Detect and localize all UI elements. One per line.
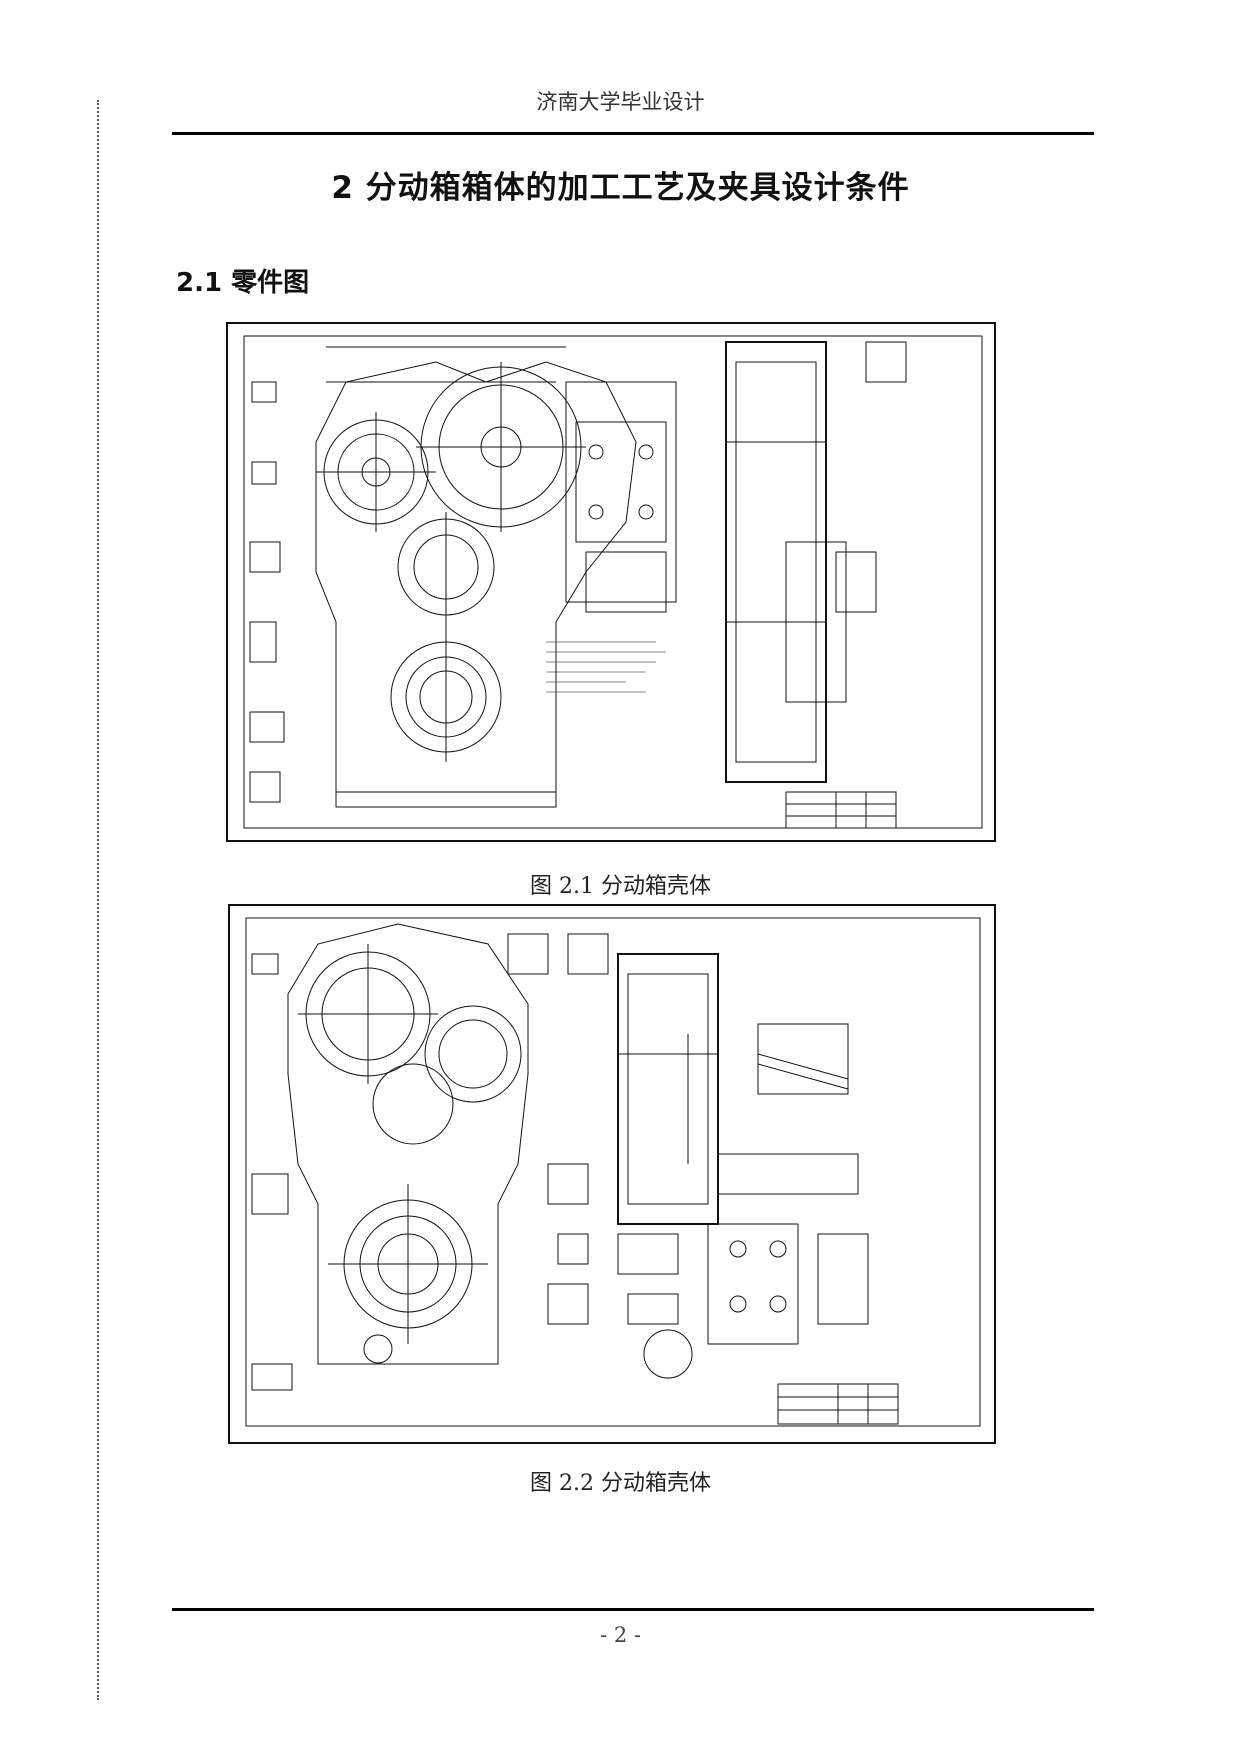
footer-rule <box>172 1608 1094 1611</box>
chapter-title: 2 分动箱箱体的加工工艺及夹具设计条件 <box>331 170 910 206</box>
page-number: - 2 - <box>600 1623 641 1647</box>
binding-margin-line <box>97 100 99 1700</box>
section-heading: 2.1 零件图 <box>176 268 310 298</box>
header-rule <box>172 132 1094 135</box>
figure-2-1-caption: 图 2.1 分动箱壳体 <box>530 874 711 899</box>
figure-2-1-drawing <box>226 322 996 842</box>
figure-2-2-caption: 图 2.2 分动箱壳体 <box>530 1471 711 1496</box>
figure-2-2-drawing <box>228 904 996 1444</box>
running-header: 济南大学毕业设计 <box>536 90 705 114</box>
